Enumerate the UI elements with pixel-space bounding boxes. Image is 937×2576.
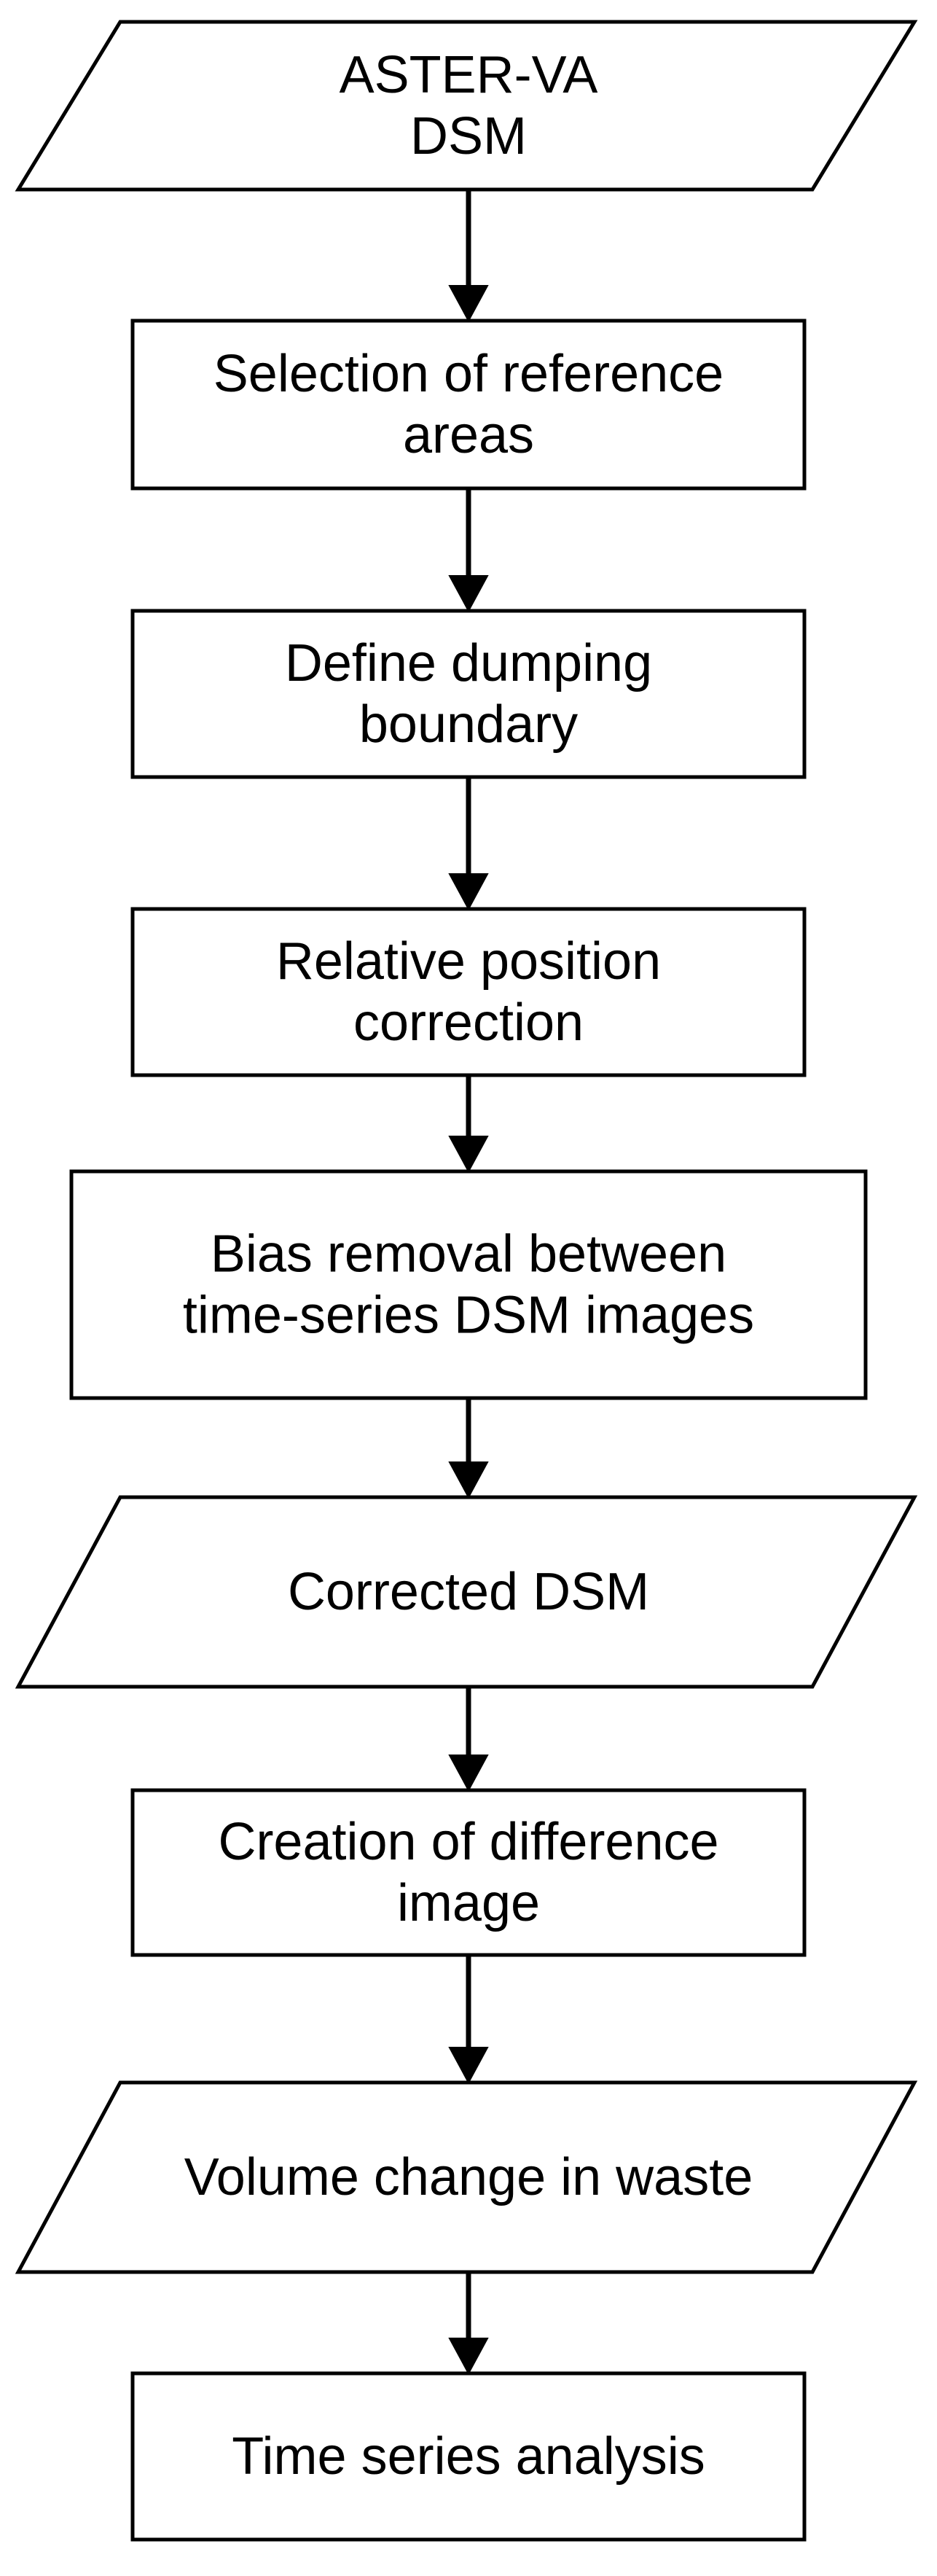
node-label-line: Bias removal between [211, 1225, 726, 1284]
arrowhead-icon [448, 575, 489, 613]
node-label-line: DSM [410, 107, 527, 165]
node-corrected-dsm: Corrected DSM [15, 1495, 918, 1689]
arrow-relative-position-correction-to-bias-removal [448, 1075, 489, 1174]
arrowhead-icon [448, 1136, 489, 1174]
rectangle-shape [130, 319, 807, 491]
arrowhead-icon [448, 285, 489, 323]
node-label-line: areas [403, 406, 534, 464]
node-label-line: Relative position [276, 932, 661, 991]
rectangle-shape [130, 1788, 807, 1957]
arrow-define-dumping-boundary-to-relative-position-correction [448, 777, 489, 911]
arrow-bias-removal-to-corrected-dsm [448, 1398, 489, 1499]
arrowhead-icon [448, 873, 489, 911]
rectangle-shape [130, 907, 807, 1077]
arrow-volume-change-in-waste-to-time-series-analysis [448, 2272, 489, 2376]
arrow-aster-va-dsm-to-selection-of-reference-areas [448, 190, 489, 323]
arrow-corrected-dsm-to-creation-of-difference-image [448, 1687, 489, 1792]
node-time-series-analysis: Time series analysis [130, 2371, 807, 2542]
arrowhead-icon [448, 2047, 489, 2085]
node-label-line: Volume change in waste [184, 2148, 753, 2206]
rectangle-shape [130, 609, 807, 779]
arrowhead-icon [448, 2338, 489, 2376]
node-label-line: boundary [359, 695, 578, 754]
arrowhead-icon [448, 1755, 489, 1792]
rectangle-shape [130, 2371, 807, 2542]
node-label-line: Creation of difference [218, 1813, 718, 1871]
connectors-layer [448, 190, 489, 2376]
node-label-line: correction [353, 994, 584, 1052]
arrowhead-icon [448, 1461, 489, 1499]
parallelogram-shape [15, 20, 918, 192]
parallelogram-shape [15, 2080, 918, 2274]
node-volume-change-in-waste: Volume change in waste [15, 2080, 918, 2274]
node-label-line: time-series DSM images [183, 1287, 754, 1345]
parallelogram-shape [15, 1495, 918, 1689]
node-label-line: Corrected DSM [288, 1563, 649, 1621]
node-label-line: Time series analysis [232, 2427, 705, 2486]
arrow-creation-of-difference-image-to-volume-change-in-waste [448, 1955, 489, 2085]
node-label-line: Selection of reference [213, 345, 724, 403]
arrow-selection-of-reference-areas-to-define-dumping-boundary [448, 488, 489, 613]
rectangle-shape [69, 1169, 868, 1400]
node-label-line: Define dumping [285, 634, 652, 692]
node-label-line: image [397, 1874, 540, 1932]
node-label-line: ASTER-VA [340, 46, 598, 104]
